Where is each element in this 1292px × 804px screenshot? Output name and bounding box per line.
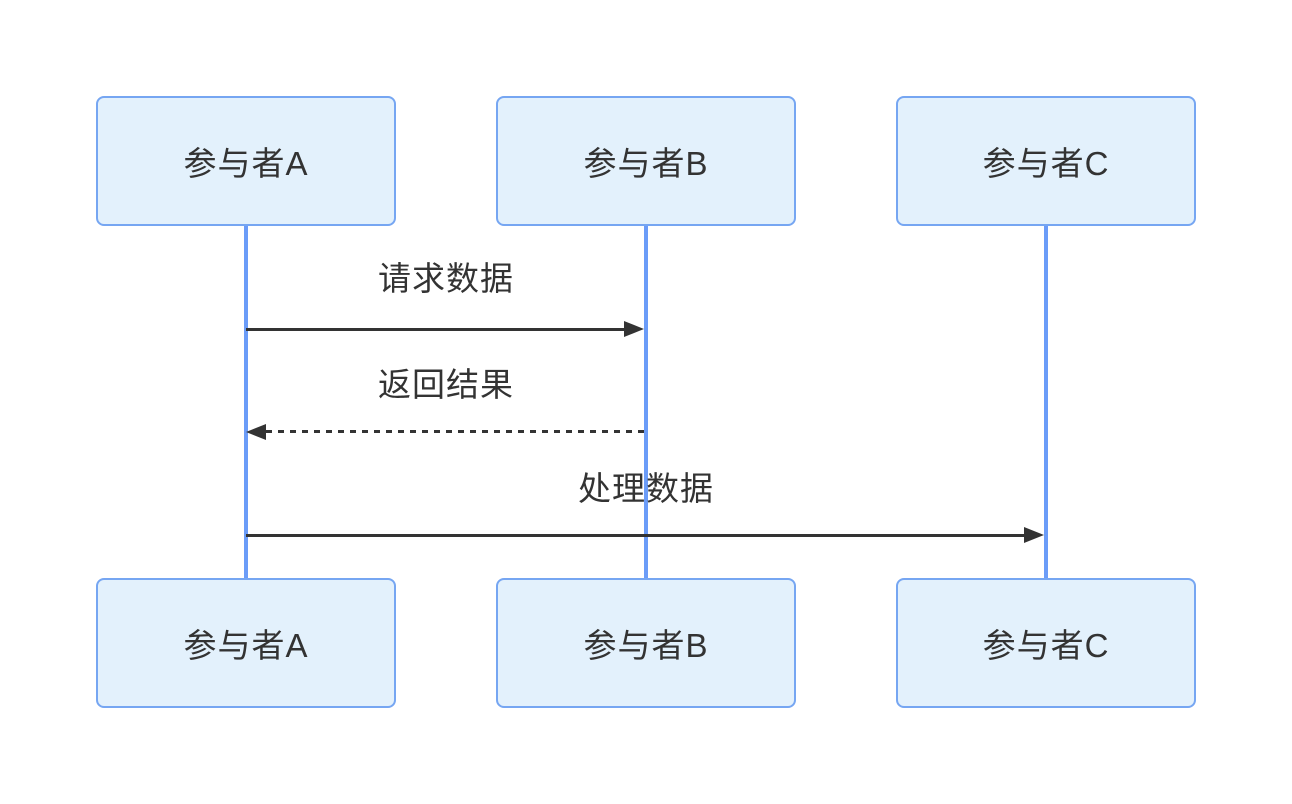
- actor-label-a: 参与者A: [183, 145, 309, 182]
- message-line-process-data: [246, 534, 1024, 537]
- actor-box-bottom-a: 参与者A: [96, 578, 396, 708]
- message-line-request-data: [246, 328, 624, 331]
- lifeline-participant-a: [244, 226, 248, 578]
- lifeline-participant-c: [1044, 226, 1048, 578]
- message-label-request-data: 请求数据: [378, 260, 514, 297]
- actor-box-bottom-b: 参与者B: [496, 578, 796, 708]
- actor-box-top-c: 参与者C: [896, 96, 1196, 226]
- actor-label-a: 参与者A: [183, 627, 309, 664]
- actor-box-top-b: 参与者B: [496, 96, 796, 226]
- message-label-return-result: 返回结果: [378, 366, 514, 403]
- actor-label-c: 参与者C: [982, 145, 1110, 182]
- message-label-process-data: 处理数据: [578, 470, 714, 507]
- arrowhead-left-icon: [246, 424, 266, 440]
- arrowhead-right-icon: [624, 321, 644, 337]
- arrowhead-right-icon: [1024, 527, 1044, 543]
- actor-box-bottom-c: 参与者C: [896, 578, 1196, 708]
- actor-box-top-a: 参与者A: [96, 96, 396, 226]
- lifeline-participant-b: [644, 226, 648, 578]
- actor-label-c: 参与者C: [982, 627, 1110, 664]
- message-line-return-result: [266, 430, 646, 433]
- actor-label-b: 参与者B: [583, 145, 709, 182]
- actor-label-b: 参与者B: [583, 627, 709, 664]
